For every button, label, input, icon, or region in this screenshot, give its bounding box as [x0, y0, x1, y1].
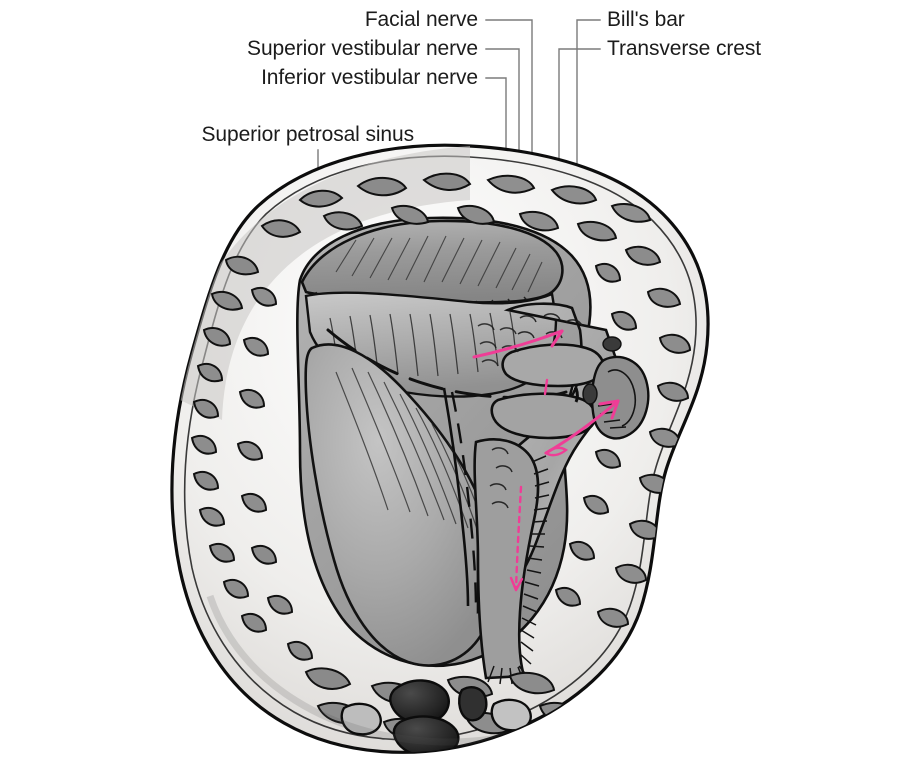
label-facial-nerve: Facial nerve: [365, 8, 478, 31]
label-superior-petrosal-sinus: Superior petrosal sinus: [202, 123, 414, 146]
label-transverse-crest: Transverse crest: [607, 37, 761, 60]
label-inferior-vestibular-nerve: Inferior vestibular nerve: [261, 66, 478, 89]
singular-canal-inner: [607, 369, 637, 427]
arrow-superior-canal: [472, 329, 564, 359]
arrow-inferior-canal: [543, 399, 620, 457]
transverse-crest-ridge: [326, 328, 568, 400]
arrow-vestibular-aqueduct-head: [509, 576, 524, 592]
cochlear-area: [304, 343, 498, 667]
annotation-arrows: [472, 329, 620, 592]
groove-comb-ticks: [518, 455, 550, 678]
cochlear-striations: [335, 367, 489, 539]
vertical-crest-border: [442, 387, 470, 607]
sinus-hatching: [335, 235, 543, 293]
petrous-bone: [170, 143, 710, 754]
mastoid-air-cells: [340, 679, 532, 753]
label-bills-bar: Bill's bar: [607, 8, 685, 31]
bills-bar-septum: [574, 387, 579, 403]
lateral-block-stipple: [489, 313, 583, 509]
label-superior-vestibular-nerve: Superior vestibular nerve: [247, 37, 478, 60]
arrow-vestibular-aqueduct: [514, 485, 523, 592]
internal-auditory-canal: [296, 216, 650, 685]
singular-canal: [590, 355, 650, 440]
vertical-crest-border-2: [450, 391, 478, 613]
arrow-tick-mid: [543, 378, 549, 396]
label-layer: Facial nerve Superior vestibular nerve I…: [202, 8, 761, 471]
facial-nerve-canal: [501, 343, 605, 388]
small-foramina: [582, 336, 622, 405]
superior-vestibular-canal: [490, 392, 597, 440]
inferior-vestibular-groove: [473, 438, 540, 680]
